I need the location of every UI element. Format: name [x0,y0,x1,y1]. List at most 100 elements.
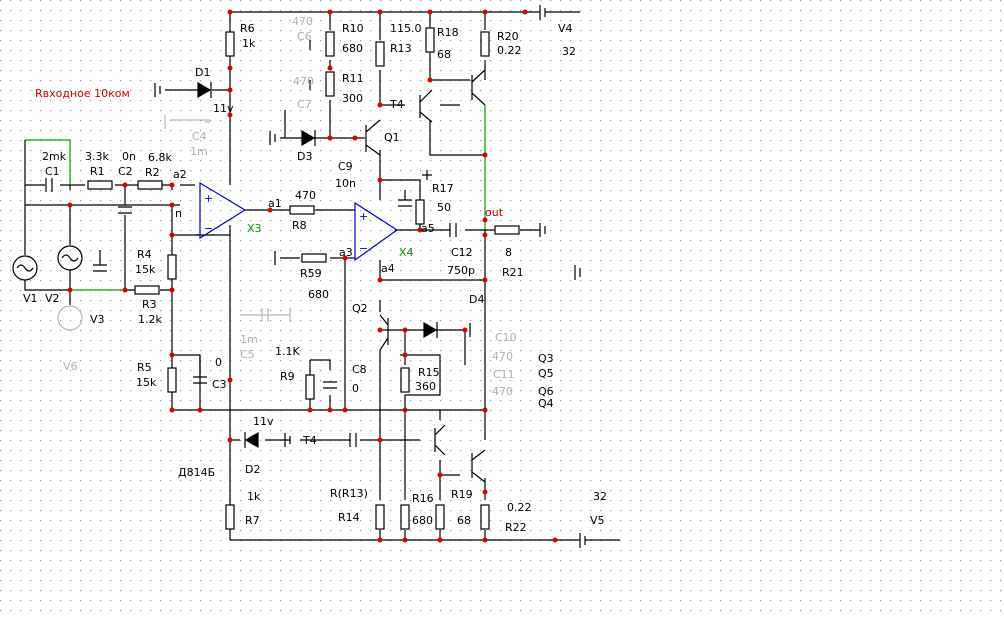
r5-resistor[interactable] [167,367,177,393]
label-a2: a2 [173,168,187,181]
label-n: n [175,207,182,220]
v1-source[interactable] [12,255,38,281]
c-bottom-capacitor[interactable] [349,433,357,447]
c12-capacitor[interactable] [449,223,457,237]
label-a5: a5 [421,222,435,235]
r7-resistor[interactable] [225,504,235,530]
label-r9-val: 1.1K [275,345,300,358]
label-r13-val: 115.0 [390,22,422,35]
label-r15-val: 360 [415,380,436,393]
q2-transistor[interactable] [379,314,389,351]
label-r7: R7 [245,514,260,527]
label-c6: C6 [297,30,312,43]
label-q4: Q4 [538,397,554,410]
label-q6: Q6 [538,385,554,398]
label-c1-val: 2mk [42,150,67,163]
r11-resistor[interactable] [325,71,335,97]
label-v4: V4 [558,22,573,35]
label-d814: Д814Б [178,466,215,479]
d2-diode[interactable] [244,431,259,449]
r15-resistor[interactable] [400,367,410,393]
c-left-capacitor[interactable] [93,264,107,272]
junction-dots [67,9,558,543]
c1-capacitor[interactable] [45,178,53,192]
label-v2: V2 [45,292,60,305]
label-r9: R9 [280,370,295,383]
svg-text:+: + [204,192,213,205]
r16-resistor[interactable] [400,504,410,530]
label-v6: V6 [63,360,78,373]
label-r3-val: 1.2k [138,313,162,326]
label-r6: R6 [240,22,255,35]
label-r3: R3 [142,298,157,311]
x3-opamp[interactable]: + − [199,181,247,240]
wires [24,11,580,541]
label-q5: Q5 [538,367,554,380]
r14-resistor[interactable] [375,504,385,530]
label-x3: X3 [247,222,262,235]
label-r16-val: 680 [412,514,433,527]
v4-terminal[interactable] [539,5,580,20]
v2-source[interactable] [57,245,83,271]
label-v3: V3 [90,313,105,326]
r9-resistor[interactable] [305,374,315,400]
d3-diode[interactable] [301,129,316,147]
v3-source[interactable] [57,305,83,331]
r59-resistor[interactable] [301,253,327,263]
r22-resistor[interactable] [480,504,490,530]
label-r8-val: 470 [295,189,316,202]
label-c1: C1 [45,165,60,178]
labels: Rвходное 10ком 2mk C1 3.3k R1 0n C2 6.8k… [23,15,607,534]
t4a-transistor[interactable] [419,89,433,123]
label-c4-val: 1m [190,145,208,158]
q-output-top[interactable] [471,69,486,106]
label-r18-val: 68 [437,48,451,61]
r8-resistor[interactable] [289,205,315,215]
r17-resistor[interactable] [415,199,425,225]
r18-resistor[interactable] [425,27,435,53]
r19-resistor[interactable] [435,504,445,530]
label-c5: C5 [240,348,255,361]
r20-resistor[interactable] [480,31,490,57]
r4-resistor[interactable] [167,254,177,280]
label-c2: C2 [118,165,133,178]
label-r21: R21 [502,266,524,279]
label-r5-val: 15k [136,376,157,389]
label-d1-val: 11v [213,102,234,115]
d4-diode[interactable] [423,321,438,339]
label-c6-val: 470 [292,15,313,28]
label-a4: a4 [381,262,395,275]
x4-opamp[interactable]: + − [354,201,399,262]
r10-resistor[interactable] [325,31,335,57]
label-r17: R17 [432,182,454,195]
label-c7: C7 [297,98,312,111]
label-r16: R16 [412,492,434,505]
r6-resistor[interactable] [225,31,235,57]
label-c12-val: 750p [447,264,475,277]
label-t4a: T4 [389,98,404,111]
c3-capacitor[interactable] [193,376,207,384]
c2-capacitor[interactable] [118,206,132,214]
label-d4: D4 [469,293,484,306]
v5-terminal[interactable] [579,533,620,548]
c5-capacitor[interactable] [261,308,269,322]
r21-resistor[interactable] [494,225,520,235]
label-r20: R20 [497,30,519,43]
r13-resistor[interactable] [375,41,385,67]
q1-transistor[interactable] [365,119,381,156]
label-r5: R5 [137,361,152,374]
label-r10-val: 680 [342,42,363,55]
r3-resistor[interactable] [134,285,160,295]
label-c10: C10 [495,331,517,344]
label-v5: V5 [590,514,605,527]
r1-resistor[interactable] [87,180,113,190]
d1-diode[interactable] [165,81,230,99]
label-r19-val: 68 [457,514,471,527]
q-bottom-driver[interactable] [434,424,446,456]
r2-resistor[interactable] [137,180,163,190]
label-c4: C4 [192,130,207,143]
label-c12: C12 [451,246,473,259]
c8-capacitor[interactable] [323,381,337,389]
c9-capacitor[interactable] [398,199,412,207]
q-output-bottom[interactable] [471,449,486,483]
